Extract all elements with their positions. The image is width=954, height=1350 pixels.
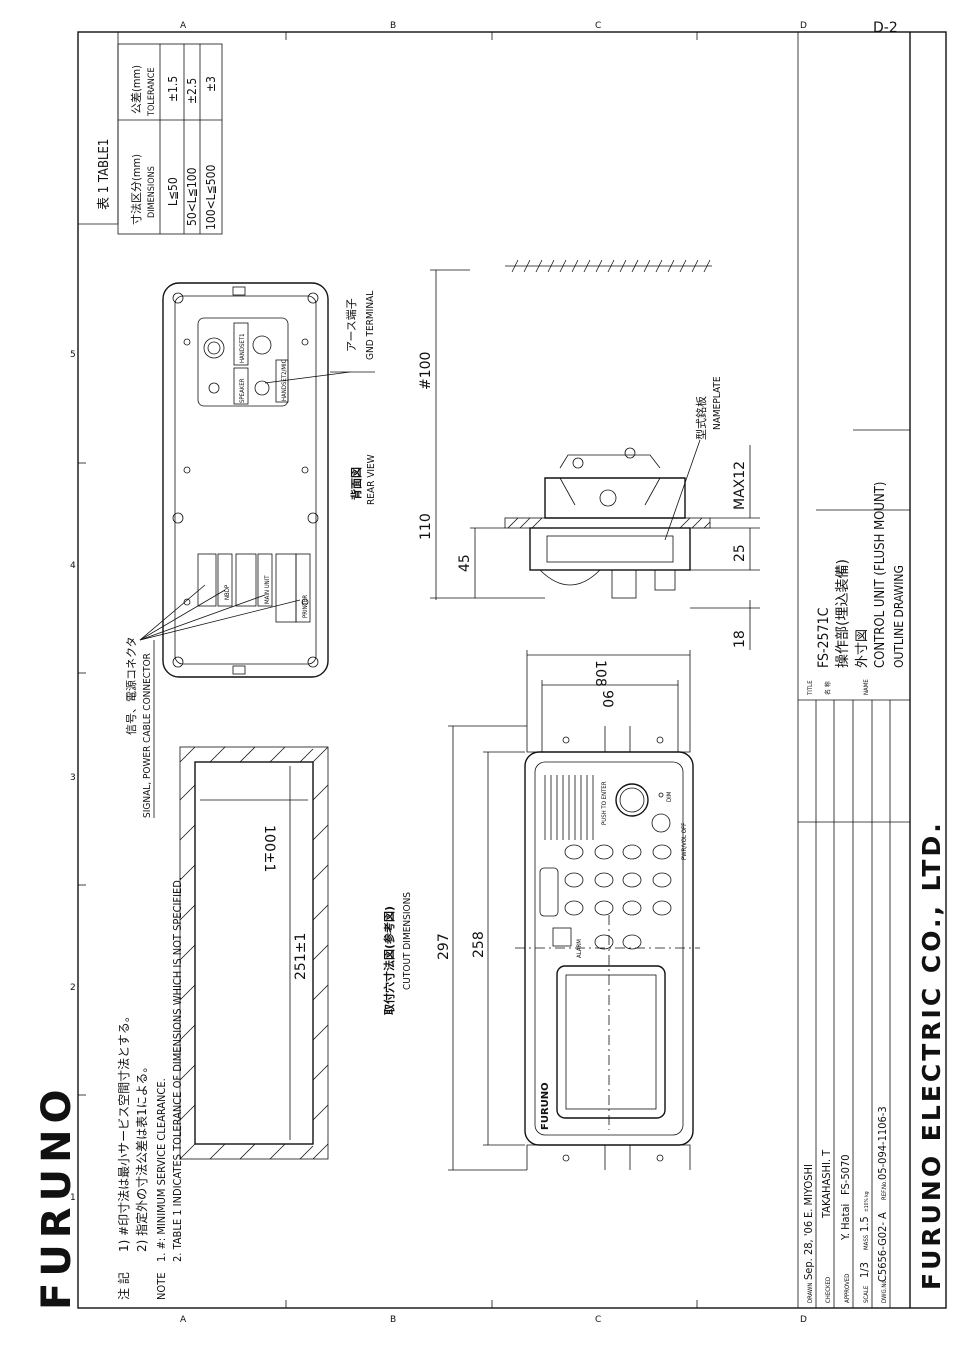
- sheet-border: [77, 31, 947, 1309]
- side-dim-110: 110: [418, 513, 434, 540]
- zone-letter-bottom-d: D: [800, 1315, 807, 1325]
- ref-label: REF.No.: [881, 1180, 888, 1200]
- zone-letter-top-d: D: [800, 21, 807, 31]
- notes-en-line-2: 2. TABLE 1 INDICATES TOLERANCE OF DIMENS…: [171, 877, 184, 1262]
- furuno-logo: FURUNO: [34, 1083, 80, 1310]
- approved-label: APPROVED: [844, 1274, 851, 1303]
- rear-view-title-en: REAR VIEW: [366, 454, 377, 505]
- zone-number-3: 3: [70, 773, 76, 783]
- checked-label: CHECKED: [825, 1277, 832, 1303]
- scale-value: 1/3: [858, 1262, 871, 1278]
- rear-connector-label: HANDSET1: [239, 333, 246, 363]
- table1-header-dims-en: DIMENSIONS: [147, 166, 157, 218]
- zone-number-1: 1: [70, 1193, 76, 1203]
- name-jp-2: 外寸図: [855, 629, 870, 668]
- side-dim-45: 45: [457, 554, 473, 572]
- front-dim-297: 297: [436, 933, 452, 960]
- notes-heading-jp: 注 記: [116, 1272, 131, 1300]
- front-dim-258: 258: [471, 931, 487, 958]
- notes-jp-line-2: 2) 指定外の寸法公差は表1による。: [134, 1061, 149, 1252]
- notes: 注 記 1) #印寸法は最小サービス空間寸法とする。 2) 指定外の寸法公差は表…: [116, 877, 184, 1300]
- rear-view: HANDSET1 SPEAKER HANDSET2/MIC NBDP MAIN …: [124, 282, 377, 818]
- zone-letter-top-b: B: [390, 21, 396, 31]
- zone-letter-bottom-c: C: [595, 1315, 601, 1325]
- side-dim-18: 18: [732, 630, 748, 648]
- mass-unit: ±10% kg: [864, 1191, 870, 1212]
- zone-letter-top-c: C: [595, 21, 601, 31]
- table1-header-dims-jp: 寸法区分(mm): [129, 154, 143, 225]
- side-dim-100: #100: [418, 352, 434, 390]
- name-label: NAME: [863, 679, 870, 695]
- scale-label: SCALE: [863, 1285, 870, 1303]
- table1-title: 表 1 TABLE1: [97, 139, 112, 210]
- front-dim-108: 108: [592, 660, 608, 687]
- rear-connector-label: MAIN UNIT: [264, 575, 271, 604]
- notes-en-line-1: 1. #: MINIMUM SERVICE CLEARANCE.: [155, 1078, 168, 1262]
- dwg-value: C5656-G02- A: [876, 1212, 889, 1282]
- side-dim-25: 25: [732, 544, 748, 562]
- zone-letter-bottom-b: B: [390, 1315, 396, 1325]
- title-label: TITLE: [807, 680, 814, 696]
- ref-value: 05-094-1106-3: [876, 1106, 889, 1180]
- table1-row-tol: ±1.5: [166, 76, 180, 102]
- cable-label-en: SIGNAL, POWER CABLE CONNECTOR: [142, 653, 153, 818]
- front-view: PUSH TO ENTER DIM PWR/VOL OFF ALARM FURU…: [436, 650, 700, 1171]
- mass-label: MASS: [863, 1234, 870, 1250]
- side-dim-max12: MAX12: [732, 461, 748, 510]
- push-to-enter-label: PUSH TO ENTER: [601, 781, 608, 825]
- zone-letter-bottom-a: A: [180, 1315, 187, 1325]
- dwg-label: DWG.No.: [881, 1278, 888, 1303]
- notes-heading-en: NOTE: [155, 1273, 168, 1300]
- name-en-2: OUTLINE DRAWING: [892, 565, 906, 668]
- table1-header-tol-jp: 公差(mm): [129, 65, 143, 114]
- table1-row-tol: ±3: [204, 76, 218, 92]
- cutout-dim-100: 100±1: [261, 825, 277, 872]
- name-jp: 操作部(埋込装備): [835, 559, 851, 668]
- rear-connector-label: SPEAKER: [239, 378, 246, 403]
- gnd-label-jp: アース端子: [345, 298, 358, 352]
- table1-row-dim: 100<L≦500: [204, 165, 218, 230]
- gnd-label-en: GND TERMINAL: [365, 291, 376, 360]
- zone-letter-top-a: A: [180, 21, 187, 31]
- drawn-name: E. MIYOSHI: [802, 1164, 815, 1218]
- dim-label: DIM: [666, 791, 673, 802]
- title-block: DRAWN Sep. 28, '06 E. MIYOSHI CHECKED TA…: [797, 31, 911, 1309]
- table1-row-dim: 50<L≦100: [185, 167, 199, 226]
- cutout-title-jp: 取付穴寸法図(参考図): [382, 906, 396, 1015]
- name-label-jp: 名 称: [824, 681, 832, 695]
- pwr-vol-label: PWR/VOL OFF: [681, 823, 688, 860]
- cutout-dim-251: 251±1: [293, 933, 309, 980]
- nameplate-label-jp: 型式銘板: [694, 396, 708, 440]
- name-en: CONTROL UNIT (FLUSH MOUNT): [873, 482, 888, 668]
- drawn-date: Sep. 28, '06: [802, 1221, 815, 1280]
- notes-jp-line-1: 1) #印寸法は最小サービス空間寸法とする。: [117, 1010, 131, 1252]
- cutout-view: 100±1 251±1 取付穴寸法図(参考図) CUTOUT DIMENSION…: [179, 746, 413, 1160]
- zone-number-2: 2: [70, 983, 76, 993]
- cutout-title-en: CUTOUT DIMENSIONS: [402, 892, 413, 990]
- nameplate-label-en: NAMEPLATE: [712, 376, 723, 430]
- drawn-label: DRAWN: [807, 1283, 814, 1303]
- page-id: D-2: [873, 20, 898, 36]
- checked-name: TAKAHASHI. T: [820, 1149, 833, 1219]
- table1-header-tol-en: TOLERANCE: [147, 67, 157, 117]
- rear-view-title-jp: 背面図: [349, 467, 363, 500]
- approved-name: Y. Hatai: [839, 1204, 852, 1241]
- zone-number-4: 4: [70, 561, 76, 571]
- title-value: FS-2571C: [816, 607, 832, 668]
- rear-connector-label: NBDP: [224, 584, 231, 600]
- mass-value: 1.5: [858, 1216, 871, 1232]
- rear-connector-label: PRINTER: [302, 595, 309, 618]
- zone-number-5: 5: [70, 350, 76, 360]
- table1-row-tol: ±2.5: [185, 78, 199, 104]
- cable-label-jp: 信号、電源コネクタ: [124, 636, 138, 735]
- model-ref: FS-5070: [839, 1154, 852, 1195]
- front-dim-90: 90: [599, 690, 615, 708]
- company-name: FURUNO ELECTRIC CO., LTD.: [917, 820, 946, 1290]
- front-furuno-logo: FURUNO: [540, 1082, 551, 1130]
- table1-row-dim: L≦50: [166, 177, 180, 206]
- side-view: #100 110 45 25 MAX12 18 型式銘板 NAMEPLATE: [418, 259, 760, 650]
- tolerance-table: 表 1 TABLE1 寸法区分(mm) DIMENSIONS 公差(mm) TO…: [78, 32, 223, 235]
